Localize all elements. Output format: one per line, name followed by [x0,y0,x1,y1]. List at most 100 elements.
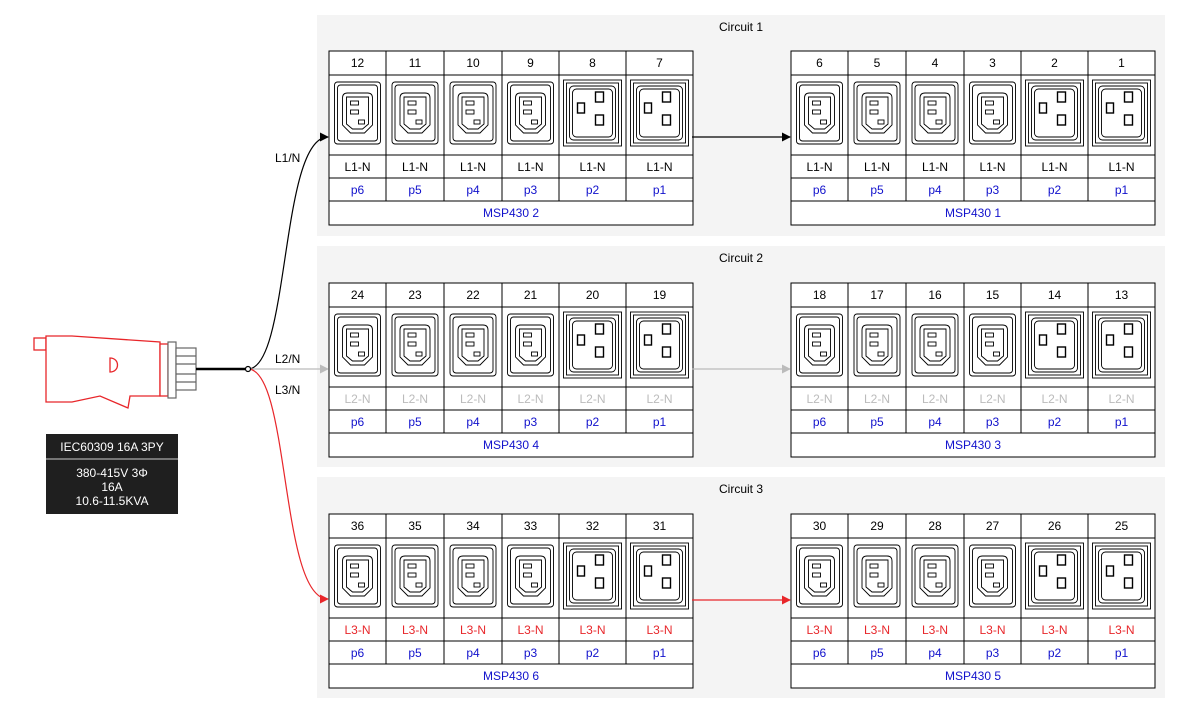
outlet-number: 34 [466,519,480,533]
outlet-number: 28 [928,519,942,533]
c19-outlet-icon [630,542,689,610]
outlet-number: 7 [656,56,663,70]
outlet-number: 23 [408,288,422,302]
pdu-name: MSP430 4 [483,438,539,452]
c13-outlet-icon [911,544,959,608]
outlet-number: 21 [524,288,538,302]
port-label: p2 [586,415,600,429]
outlet-number: 12 [351,56,365,70]
c13-outlet-icon [853,544,901,608]
plug-power: 10.6-11.5KVA [76,494,149,508]
pdu-table: 18L2-Np617L2-Np516L2-Np415L2-Np314L2-Np2… [790,282,1156,458]
c19-outlet-icon [630,311,689,379]
outlet-number: 3 [989,56,996,70]
port-label: p1 [1115,183,1129,197]
phase-label: L3-N [402,623,428,637]
phase-label: L1-N [579,160,605,174]
phase-label: L2-N [646,392,672,406]
c13-outlet-icon [449,81,497,145]
phase-label: L3-N [806,623,832,637]
port-label: p3 [524,415,538,429]
c19-outlet-icon [1025,542,1084,610]
outlet-number: 22 [466,288,480,302]
phase-label: L2-N [579,392,605,406]
port-label: p5 [408,646,422,660]
phase-label: L2-N [402,392,428,406]
outlet-number: 24 [351,288,365,302]
port-label: p4 [466,646,480,660]
pdu-name: MSP430 3 [945,438,1001,452]
phase-label: L2-N [1108,392,1134,406]
c13-outlet-icon [507,81,554,145]
port-label: p2 [1048,415,1062,429]
c13-outlet-icon [334,544,381,608]
c13-outlet-icon [334,313,381,377]
c13-outlet-icon [969,313,1016,377]
phase-label: L2-N [806,392,832,406]
outlet-number: 11 [409,56,422,70]
port-label: p2 [586,183,600,197]
pdu-table: 36L3-Np635L3-Np534L3-Np433L3-Np332L3-Np2… [328,513,694,689]
outlet-number: 32 [586,519,600,533]
outlet-number: 29 [870,519,884,533]
circuit-title: Circuit 1 [719,20,763,34]
phase-label: L1-N [864,160,890,174]
circuit-title: Circuit 2 [719,251,763,265]
outlet-number: 16 [928,288,942,302]
c13-outlet-icon [507,313,554,377]
c19-outlet-icon [630,79,689,147]
outlet-number: 31 [653,519,667,533]
pdu-name: MSP430 2 [483,206,539,220]
pdu-table: 12L1-Np611L1-Np510L1-Np49L1-Np38L1-Np27L… [328,50,694,226]
c13-outlet-icon [391,313,439,377]
port-label: p6 [813,415,827,429]
phase-label: L3-N [579,623,605,637]
outlet-number: 6 [816,56,823,70]
c13-outlet-icon [796,81,843,145]
c13-outlet-icon [969,544,1016,608]
port-label: p1 [1115,415,1129,429]
port-label: p1 [653,183,667,197]
phase-label: L2-N [922,392,948,406]
pdu-table: 24L2-Np623L2-Np522L2-Np421L2-Np320L2-Np2… [328,282,694,458]
phase-label: L3-N [1041,623,1067,637]
phase-label: L3-N [344,623,370,637]
outlet-number: 13 [1115,288,1129,302]
plug-current: 16A [101,480,122,494]
port-label: p5 [870,646,884,660]
port-label: p2 [1048,183,1062,197]
outlet-number: 9 [527,56,534,70]
port-label: p4 [928,415,942,429]
port-label: p3 [986,183,1000,197]
outlet-number: 14 [1048,288,1062,302]
c13-outlet-icon [391,544,439,608]
phase-label: L1-N [646,160,672,174]
c13-outlet-icon [911,313,959,377]
pdu-table: 6L1-Np65L1-Np54L1-Np43L1-Np32L1-Np21L1-N… [790,50,1156,226]
port-label: p4 [466,415,480,429]
chain-wires [692,132,791,605]
outlet-number: 10 [466,56,480,70]
c19-outlet-icon [1092,79,1151,147]
plug-title: IEC60309 16A 3PY [60,440,163,454]
c19-outlet-icon [563,79,622,147]
junction-node [244,365,252,373]
pdu-tables: 12L1-Np611L1-Np510L1-Np49L1-Np38L1-Np27L… [328,50,1156,689]
c19-outlet-icon [1025,311,1084,379]
outlet-number: 17 [870,288,884,302]
port-label: p5 [870,183,884,197]
port-label: p1 [653,646,667,660]
port-label: p5 [408,415,422,429]
phase-label: L1-N [517,160,543,174]
iec60309-plug-icon [33,335,252,409]
outlet-number: 27 [986,519,1000,533]
port-label: p4 [466,183,480,197]
c13-outlet-icon [853,313,901,377]
line-label-l1: L1/N [275,151,300,165]
port-label: p3 [986,415,1000,429]
port-label: p3 [524,646,538,660]
line-label-l3: L3/N [275,383,300,397]
outlet-number: 20 [586,288,600,302]
phase-label: L3-N [460,623,486,637]
